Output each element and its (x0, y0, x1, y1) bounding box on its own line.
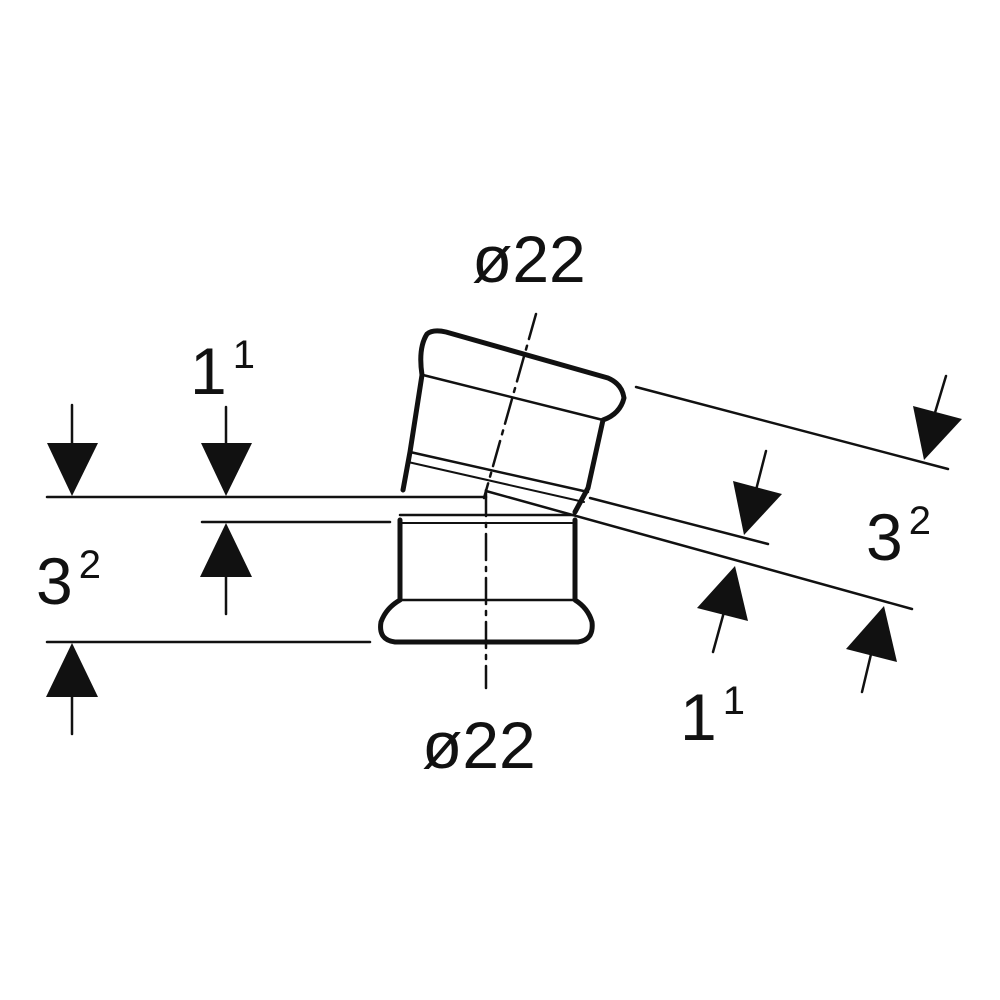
upper-socket-bottom-line (408, 450, 590, 494)
right-upper-dimension-base: 3 (866, 500, 903, 574)
arrow-head-left-top-1 (47, 443, 98, 496)
arrow-head-right-2 (733, 481, 782, 535)
right-lower-dimension-base: 1 (680, 680, 717, 754)
left-lower-dimension-base: 3 (36, 544, 73, 618)
right-upper-dimension-sup: 2 (908, 499, 931, 543)
arrow-head-right-1 (913, 406, 962, 460)
bottom-diameter-label: ø22 (422, 708, 536, 782)
left-upper-dimension-base: 1 (190, 334, 227, 408)
upper-socket-body (400, 328, 627, 515)
right-dim-line-2 (588, 496, 770, 546)
arrow-stem-right-1 (932, 374, 948, 418)
right-lower-dimension-sup: 1 (722, 679, 745, 723)
right-dim-line-1 (634, 385, 950, 471)
top-diameter-label: ø22 (472, 222, 586, 296)
upper-center-line (482, 312, 538, 500)
arrow-head-left-bottom (46, 643, 98, 697)
arrow-head-right-4 (846, 606, 897, 662)
arrow-head-left-mid (200, 523, 252, 577)
arrow-stem-right-4 (860, 648, 874, 694)
right-dim-line-3 (484, 489, 914, 611)
left-lower-dimension-sup: 2 (78, 543, 101, 587)
left-upper-dimension-sup: 1 (232, 333, 255, 377)
arrow-stem-right-3 (711, 610, 726, 654)
arrow-stem-right-2 (754, 449, 768, 492)
arrow-head-right-3 (697, 566, 748, 621)
upper-socket-bottom-line-2 (407, 461, 585, 503)
arrow-head-left-top-2 (201, 443, 252, 496)
upper-socket-inner-line (421, 373, 605, 422)
